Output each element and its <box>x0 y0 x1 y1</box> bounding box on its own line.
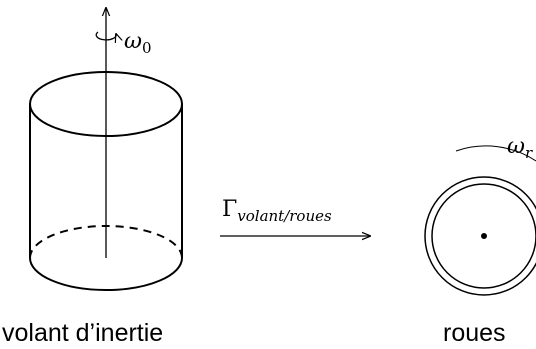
omega0-symbol: ω <box>124 29 142 54</box>
flywheel-caption: volant d’inertie <box>2 319 163 347</box>
omegar-subscript: r <box>525 144 533 162</box>
wheels-caption: roues <box>443 319 506 347</box>
wheel <box>424 176 536 296</box>
omegar-rotation-arc <box>455 145 536 162</box>
wheel-inner-circle <box>431 183 536 289</box>
omegar-label: ωr <box>507 134 533 162</box>
gamma-symbol: Γ <box>222 197 237 222</box>
wheel-hub-dot <box>481 233 487 239</box>
wheel-outer-circle <box>424 176 536 296</box>
cylinder-bottom-front-arc <box>29 257 183 291</box>
omega0-rotation-arrow-icon <box>95 31 116 40</box>
gamma-subscript: volant/roues <box>237 207 332 225</box>
omega0-label: ω0 <box>124 29 152 57</box>
gamma-label: Γvolant/roues <box>222 197 332 225</box>
omega0-subscript: 0 <box>142 39 152 57</box>
omegar-symbol: ω <box>507 134 525 159</box>
